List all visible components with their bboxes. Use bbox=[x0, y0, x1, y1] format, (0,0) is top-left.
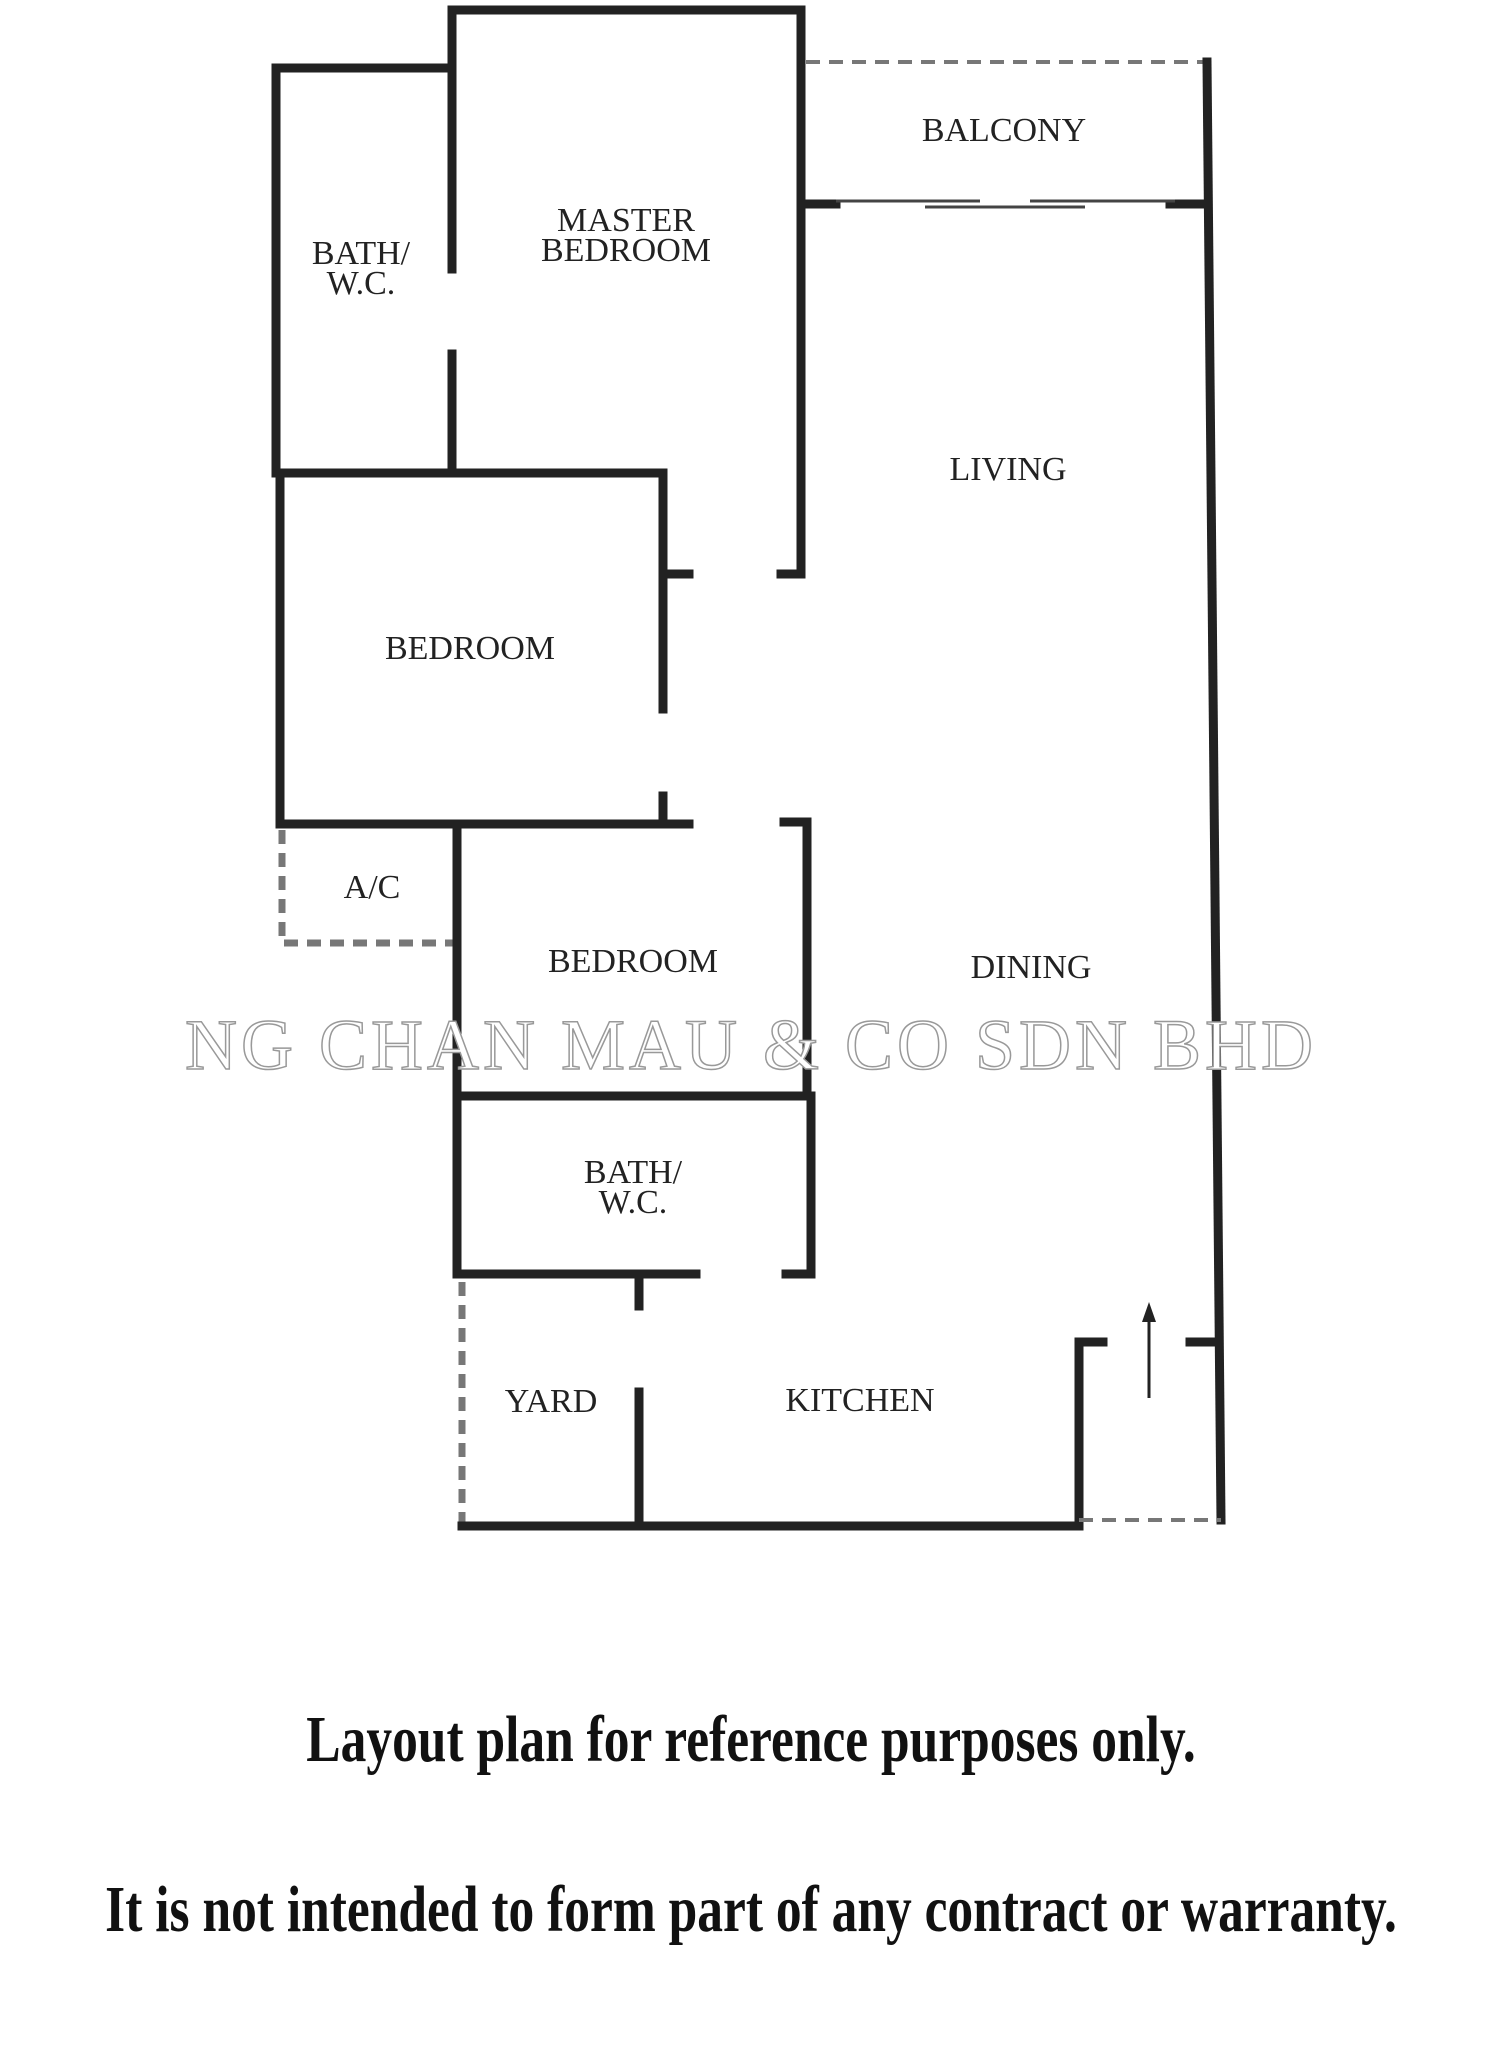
wall-bedroom1-bottom bbox=[275, 468, 694, 829]
label-line: BATH/ bbox=[583, 1154, 683, 1191]
label-line: BEDROOM bbox=[540, 232, 712, 269]
room-label-bedroom-1: BEDROOM bbox=[384, 630, 556, 667]
wall-bath1 bbox=[271, 63, 457, 478]
watermark: NG CHAN MAU & CO SDN BHD bbox=[184, 1005, 1318, 1085]
wall-kitchen-right bbox=[1074, 1337, 1108, 1531]
room-label-dining: DINING bbox=[970, 949, 1092, 986]
label-line: W.C. bbox=[326, 265, 396, 302]
room-label-master-bedroom: MASTER BEDROOM bbox=[540, 202, 712, 269]
room-label-bath-2: BATH/ W.C. bbox=[583, 1154, 683, 1221]
room-label-bedroom-2: BEDROOM bbox=[547, 943, 719, 980]
room-label-kitchen: KITCHEN bbox=[785, 1382, 935, 1419]
entrance-arrow-icon bbox=[1142, 1302, 1156, 1398]
wall-bedroom1 bbox=[271, 468, 668, 714]
disclaimer-line-2: It is not intended to form part of any c… bbox=[105, 1873, 1397, 1946]
room-label-balcony: BALCONY bbox=[921, 112, 1087, 149]
label-line: W.C. bbox=[598, 1184, 668, 1221]
label-line: BATH/ bbox=[311, 235, 411, 272]
room-label-bath-1: BATH/ W.C. bbox=[311, 235, 411, 302]
room-label-ac: A/C bbox=[343, 869, 401, 906]
wall-bath2-right bbox=[781, 1091, 816, 1279]
wall-master-top bbox=[447, 5, 806, 579]
room-label-yard: YARD bbox=[504, 1383, 598, 1420]
disclaimer-line-1: Layout plan for reference purposes only. bbox=[306, 1703, 1196, 1776]
room-label-living: LIVING bbox=[949, 451, 1067, 488]
wall-bedroom2-right bbox=[779, 817, 812, 1101]
label-line: MASTER bbox=[557, 202, 695, 239]
wall-right-outer bbox=[1202, 57, 1226, 1525]
